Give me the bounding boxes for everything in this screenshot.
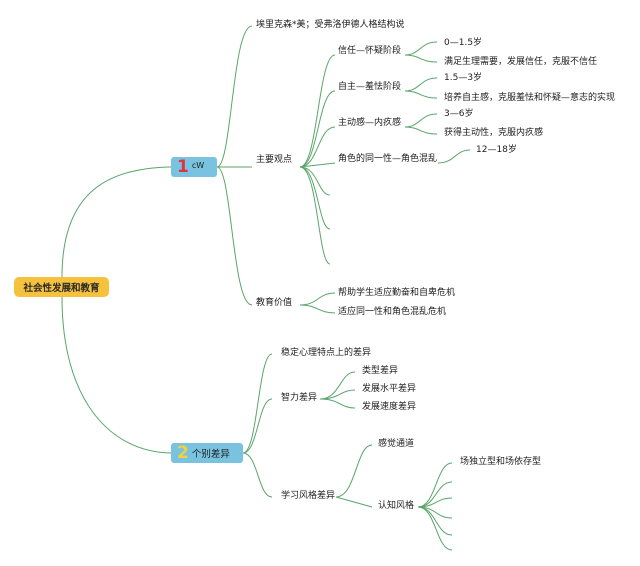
b1-intro[interactable]: 埃里克森*美；受弗洛伊德人格结构说 — [256, 20, 405, 30]
edge-root-branch1 — [61, 166, 172, 278]
stage2-detail[interactable]: 培养自主感，克服羞怯和怀疑—意志的实现 — [444, 93, 616, 103]
b1-main-views[interactable]: 主要观点 — [256, 155, 293, 165]
edge-ls-sense — [335, 444, 373, 498]
ls-cognitive[interactable]: 认知风格 — [378, 501, 415, 511]
stage2-label[interactable]: 自主—羞怯阶段 — [338, 82, 402, 92]
b2-stable[interactable]: 稳定心理特点上的差异 — [281, 348, 372, 358]
edge-cog-empty-4 — [417, 506, 453, 536]
edge-stage1 — [299, 54, 336, 168]
b2-intelligence[interactable]: 智力差异 — [281, 393, 318, 403]
edge-ls-cognitive — [335, 496, 373, 508]
stage3-label[interactable]: 主动感—内疚感 — [338, 118, 402, 128]
edu-item-2[interactable]: 适应同一性和角色混乱危机 — [338, 307, 447, 317]
edge-stage4 — [299, 162, 336, 168]
edge-b1-eduvalue — [216, 166, 253, 306]
edge-int-2 — [319, 389, 356, 400]
edge-empty-3 — [299, 166, 331, 265]
edge-stage3-detail — [404, 126, 438, 135]
edge-stage1-age — [404, 41, 438, 56]
branch2-label: 个别差异 — [191, 449, 230, 460]
cog-item-1[interactable]: 场独立型和场依存型 — [460, 457, 542, 467]
edge-edu-2 — [299, 304, 336, 314]
b2-learning-style[interactable]: 学习风格差异 — [281, 491, 336, 501]
edge-cog-empty-5 — [417, 506, 453, 551]
int-item-2[interactable]: 发展水平差异 — [362, 384, 417, 394]
stage4-age[interactable]: 12—18岁 — [476, 145, 517, 155]
edge-stage1-detail — [404, 54, 438, 63]
stage3-age[interactable]: 3—6岁 — [444, 109, 474, 119]
edge-b2-learning — [242, 452, 273, 498]
edge-b2-intelligence — [242, 398, 273, 454]
edge-b2-stable — [242, 353, 273, 454]
edge-b1-intro — [216, 25, 253, 168]
edge-int-3 — [319, 398, 356, 409]
edge-stage2 — [299, 90, 336, 168]
edge-stage2-detail — [404, 90, 438, 99]
b1-edu-value[interactable]: 教育价值 — [256, 298, 293, 308]
branch2-number: 2 — [177, 443, 189, 463]
stage1-age[interactable]: 0—1.5岁 — [444, 38, 483, 48]
stage2-age[interactable]: 1.5—3岁 — [444, 73, 483, 83]
edge-edu-1 — [299, 292, 336, 306]
stage1-label[interactable]: 信任—怀疑阶段 — [338, 46, 402, 56]
stage3-detail[interactable]: 获得主动性，克服内疚感 — [444, 128, 544, 138]
branch1-number: 1 — [177, 157, 189, 177]
edge-int-1 — [319, 371, 356, 400]
edu-item-1[interactable]: 帮助学生适应勤奋和自卑危机 — [338, 288, 456, 298]
int-item-1[interactable]: 类型差异 — [362, 366, 399, 376]
stage1-detail[interactable]: 满足生理需要，发展信任，克服不信任 — [444, 57, 598, 67]
edge-stage3-age — [404, 113, 438, 128]
edge-empty-2 — [299, 166, 331, 230]
edge-stage2-age — [404, 77, 438, 92]
branch2-node[interactable]: 2 个别差异 — [171, 443, 243, 463]
root-node[interactable]: 社会性发展和教育 — [14, 277, 109, 297]
branch1-node[interactable]: 1 cW — [171, 157, 217, 177]
branch1-label: cW — [191, 160, 205, 170]
int-item-3[interactable]: 发展速度差异 — [362, 402, 417, 412]
root-label: 社会性发展和教育 — [23, 283, 100, 294]
stage4-label[interactable]: 角色的同一性—角色混乱 — [338, 154, 438, 164]
edge-cog-1 — [417, 462, 453, 508]
edge-stage3 — [299, 126, 336, 168]
edge-root-branch2 — [61, 296, 172, 454]
edge-stage4-age — [437, 149, 471, 164]
ls-sense[interactable]: 感觉通道 — [378, 439, 415, 449]
